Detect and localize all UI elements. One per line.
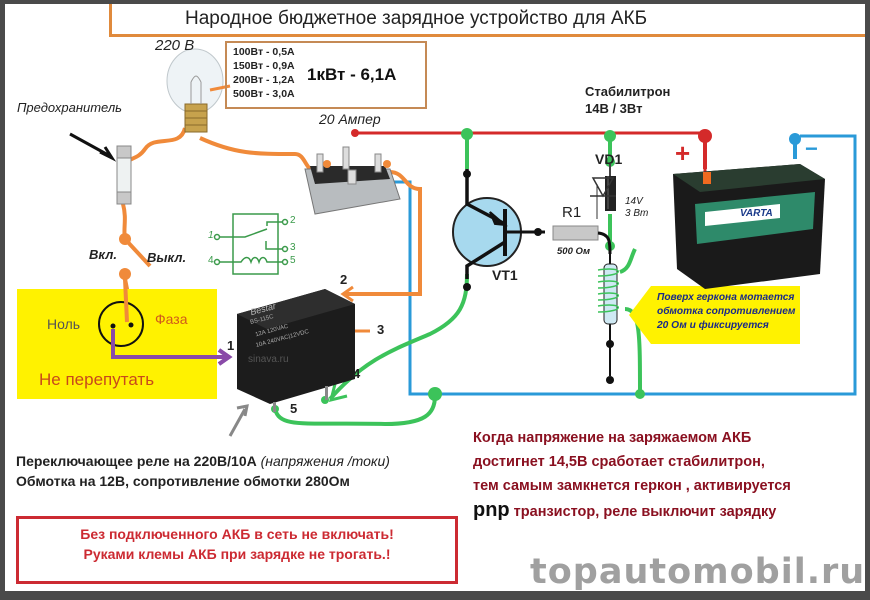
zener-ref: VD1 [595,151,623,167]
reed-coil-wire [619,248,642,395]
relay-description-line2: Обмотка на 12В, сопротивление обмотки 28… [16,473,350,489]
ac-wire-lamp [120,127,187,180]
explanation-line3: тем самым замкнется геркон , активируетс… [473,478,791,494]
site-watermark: topautomobil.ru [530,552,865,591]
lamp-power-table-frame [225,41,427,109]
fuse-label: Предохранитель [17,100,123,115]
relay-body [237,289,355,412]
resistor-value: 500 Ом [557,246,591,257]
lamp-power-row: 100Вт - 0,5А [233,46,295,58]
explanation-line4: pnp транзистор, реле выключит зарядку [473,499,776,522]
relay-pin-5-label: 5 [290,401,298,416]
title-frame [109,4,865,37]
transistor-emitter-wire [328,273,469,401]
lamp-power-row: 200Вт - 1,2А [233,74,295,86]
battery-brand: VARTA [740,208,773,219]
fuse-pointer-arrow [69,132,117,162]
relay-pin-4-label: 4 [353,366,361,381]
resistor-r1-symbol [552,225,612,255]
switch-pivot [119,233,131,245]
safety-warning-line1: Без подключенного АКБ в сеть не включать… [80,526,394,542]
reed-callout-shape [629,286,800,344]
reed-callout-line: 20 Ом и фиксируется [657,320,769,331]
switch-off-label: Выкл. [147,250,187,265]
battery-varta [673,129,825,289]
schematic-pin-5: 5 [290,255,296,266]
ac-wire-lamp-bridge [199,136,316,174]
lamp-power-table: 100Вт - 0,5А 150Вт - 0,9А 200Вт - 1,2А 5… [233,45,295,101]
zener-voltage: 14V [625,196,643,207]
fuse-component [116,145,132,205]
reed-callout-line: обмотка сопротивлением [657,306,796,317]
safety-warning-box [16,516,458,584]
schematic-pin-3: 3 [290,242,296,253]
transistor-ref: VT1 [492,267,518,283]
reed-callout-text: Поверх геркона мотается обмотка сопротив… [657,291,795,333]
lamp-power-row: 500Вт - 3,0А [233,88,295,100]
transistor-vt1-symbol [452,169,545,291]
pnp-label: pnp [473,499,510,521]
relay-description-italic: (напряжения /токи) [260,453,390,469]
relay-pointer-arrow [228,404,249,437]
zener-rating-title: 14В / 3Вт [585,101,643,116]
relay-watermark: sinava.ru [248,354,289,365]
ac-wire-relay-2 [345,170,422,296]
zener-diode-vd1 [590,164,616,219]
lamp-bulb [166,48,224,133]
schematic-pin-4: 4 [208,255,214,266]
reed-switch-coil [597,254,619,384]
resistor-ref: R1 [562,204,582,221]
neutral-label: Ноль [47,316,81,332]
schematic-pin-2: 2 [290,215,296,226]
relay-description-line1: Переключающее реле на 220В/10А (напряжен… [16,453,390,469]
lamp-power-highlight: 1кВт - 6,1А [307,65,397,84]
bridge-label: 20 Ампер [319,111,381,127]
explanation-line1: Когда напряжение на заряжаемом АКБ [473,430,752,446]
diagram-canvas: Народное бюджетное зарядное устройство д… [5,4,865,591]
positive-wire [355,131,707,179]
lamp-power-row: 150Вт - 0,9А [233,60,295,72]
circuit-wires [69,48,857,437]
negative-wire [350,134,857,396]
diode-bridge [304,146,401,215]
battery-minus-sign: − [805,136,818,161]
relay-pin-1-label: 1 [227,338,235,353]
page-title: Народное бюджетное зарядное устройство д… [185,8,648,29]
relay-pin-2-label: 2 [340,272,348,287]
explanation-line2: достигнет 14,5В сработает стабилитрон, [473,454,765,470]
explanation-line4-rest: транзистор, реле выключит зарядку [509,504,777,520]
socket-warning-text: Не перепутать [39,370,155,389]
phase-label: Фаза [155,311,188,327]
zener-title: Стабилитрон [585,84,671,99]
relay-description-main: Переключающее реле на 220В/10А [16,453,261,469]
relay-schematic-symbol [213,213,289,275]
safety-warning-line2: Руками клемы АКБ при зарядке не трогать.… [83,546,391,562]
junction-bridge-plus [351,129,359,137]
lamp-voltage-label: 220 В [155,37,195,54]
zener-power: 3 Вт [625,208,649,219]
reed-callout-line: Поверх геркона мотается [657,292,795,303]
battery-plus-sign: + [675,138,691,168]
relay-pin5-wire [273,395,437,427]
relay-pin-3-label: 3 [377,322,385,337]
switch-on-label: Вкл. [89,247,117,262]
schematic-pin-1: 1 [208,230,214,241]
